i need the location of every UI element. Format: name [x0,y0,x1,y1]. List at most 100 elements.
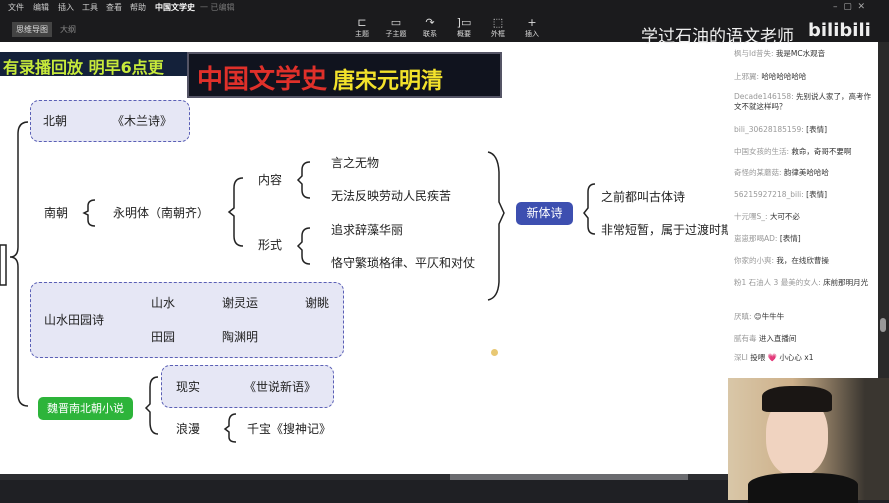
node-nanchao[interactable]: 南朝 [44,206,69,220]
node-keshou-gelv[interactable]: 恪守繁琐格律、平仄和对仗 [331,256,476,270]
toolbar-topic[interactable]: ⊏主题 [347,16,377,39]
menu-file[interactable]: 文件 [8,3,24,12]
document-title: 中国文学史 [155,3,195,12]
tab-mindmap[interactable]: 思维导图 [12,22,52,37]
tab-outline[interactable]: 大纲 [60,25,76,34]
chat-message: 崽崽那喝AD: [表情] [734,234,876,244]
node-xintishi[interactable]: 新体诗 [516,202,573,225]
mindmap-canvas[interactable]: 有录播回放 明早6点更 中国文学史唐宋元明清 北朝 《木兰诗》 南朝 永明体（南… [0,42,733,474]
menu-view[interactable]: 查看 [106,3,122,12]
toolbar-subtopic[interactable]: ▭子主题 [381,16,411,39]
chat-message: bili_30628185159: [表情] [734,125,876,135]
streamer-shirt [748,473,858,503]
node-yongmingti[interactable]: 永明体（南朝齐） [113,206,210,220]
node-mulanshi[interactable]: 《木兰诗》 [112,114,173,128]
toolbar-insert[interactable]: +插入 [517,16,547,39]
menu-edit[interactable]: 编辑 [33,3,49,12]
chat-text: [表情] [779,234,801,243]
brace-xingshi [296,227,311,265]
chat-username[interactable]: 中国女孩的生活: [734,147,790,156]
chat-username[interactable]: 腻有毒 [734,334,757,343]
cursor-dot [491,349,498,356]
boundary-shanshui-tianyuan[interactable] [30,282,344,358]
chat-username[interactable]: 上邪翼: [734,72,760,81]
chat-message: 56215927218_bili: [表情] [734,190,876,200]
node-shishuo-xinyu[interactable]: 《世说新语》 [244,380,317,394]
bilibili-logo: bilibili [808,20,871,41]
chat-message: 腻有毒 进入直播间 [734,334,876,344]
node-zhuiqiu-cizao[interactable]: 追求辞藻华丽 [331,223,404,237]
node-xingshi[interactable]: 形式 [258,238,283,252]
toolbar-summary[interactable]: ]▭概要 [449,16,479,39]
chat-username[interactable]: 奇怪的某蘑菇: [734,168,782,177]
chat-message: 奇怪的某蘑菇: 韵律美哈哈哈 [734,168,876,178]
chat-text: 进入直播间 [758,334,797,343]
node-soushenji[interactable]: 千宝《搜神记》 [247,422,332,436]
window-controls[interactable]: – ▢ ✕ [833,2,865,12]
chat-username[interactable]: 十元嘿S_: [734,212,768,221]
brace-xintishi [583,183,596,235]
node-guti-shi[interactable]: 之前都叫古体诗 [601,190,686,204]
chat-scrollbar[interactable] [878,42,889,378]
node-xietiao[interactable]: 谢眺 [305,296,330,310]
node-tianyuan[interactable]: 田园 [151,330,176,344]
brace-neirong [296,161,311,199]
boundary-beichao[interactable] [30,100,190,142]
node-shanshui[interactable]: 山水 [151,296,176,310]
chat-username[interactable]: 你家的小爽: [734,256,775,265]
menu-insert[interactable]: 插入 [58,3,74,12]
chat-message: 中国女孩的生活: 救命，奇哥不要啊 [734,147,876,157]
chat-scroll-thumb[interactable] [880,318,886,332]
node-yanzhiwuwu[interactable]: 言之无物 [331,156,380,170]
brace-nanchao [82,199,96,227]
chat-username[interactable]: 崽崽那喝AD: [734,234,778,243]
horizontal-scrollbar[interactable] [0,474,728,480]
boundary-xianshi[interactable] [161,365,334,408]
chat-text: 韵律美哈哈哈 [783,168,829,177]
chat-text: 大可不必 [769,212,800,221]
chat-text: 床前那明月光 [823,278,869,287]
topic-icon: ⊏ [357,16,367,29]
chat-message: 枫与Id昔失: 我是MC水观音 [734,49,876,59]
app-toolbar: 文件 编辑 插入 工具 查看 帮助 中国文学史 一 已编辑 思维导图 大纲 ⊏主… [0,0,889,47]
chat-username[interactable]: 56215927218_bili: [734,190,804,199]
node-beichao[interactable]: 北朝 [43,114,68,128]
plus-icon: + [527,16,537,29]
node-neirong[interactable]: 内容 [258,173,283,187]
chat-username[interactable]: 深LI [734,353,748,362]
summary-icon: ]▭ [456,16,472,29]
chat-username[interactable]: 厌瞋: [734,312,752,321]
chat-username[interactable]: bili_30628185159: [734,125,804,134]
brace-yongming [227,177,244,247]
scrollbar-thumb[interactable] [450,474,688,480]
chat-text: 我是MC水观音 [775,49,826,58]
node-wufa-fanying[interactable]: 无法反映劳动人民疾苦 [331,189,452,203]
chat-username[interactable]: 粉1 石油人 3 最美的女人: [734,278,821,287]
chat-username[interactable]: Decade146158: [734,92,794,101]
subtopic-icon: ▭ [390,16,402,29]
root-node-edge [0,244,7,286]
chat-message: 深LI 投喂 💗 小心心 x1 [734,353,876,363]
node-taoyuanming[interactable]: 陶渊明 [222,330,259,344]
node-shanshui-tianyuan-shi[interactable]: 山水田园诗 [44,313,105,327]
menu-help[interactable]: 帮助 [130,3,146,12]
save-status: 一 已编辑 [200,3,235,12]
menu-tools[interactable]: 工具 [82,3,98,12]
chat-message: 粉1 石油人 3 最美的女人: 床前那明月光 [734,278,876,288]
chat-message: 上邪翼: 哈哈哈哈哈哈 [734,72,876,82]
node-xianshi[interactable]: 现实 [176,380,201,394]
node-guodu-shiqi[interactable]: 非常短暂，属于过渡时期 [601,223,734,237]
replay-notice-banner: 有录播回放 明早6点更 [0,52,222,76]
chat-text: 救命，奇哥不要啊 [791,147,852,156]
node-xiaoshuo[interactable]: 魏晋南北朝小说 [38,397,133,420]
toolbar-relation[interactable]: ↷联系 [415,16,445,39]
chat-message: 厌瞋: 😊牛牛牛 [734,312,876,322]
node-langman[interactable]: 浪漫 [176,422,201,436]
title-red: 中国文学史 [197,65,328,95]
chat-username[interactable]: 枫与Id昔失: [734,49,774,58]
node-xielingyun[interactable]: 谢灵运 [222,296,259,310]
toolbar-boundary[interactable]: ⬚外框 [483,16,513,39]
chat-message: Decade146158: 先别说人家了，高考作文不就这样吗？ [734,92,876,112]
chat-text: 投喂 💗 小心心 x1 [750,353,814,362]
